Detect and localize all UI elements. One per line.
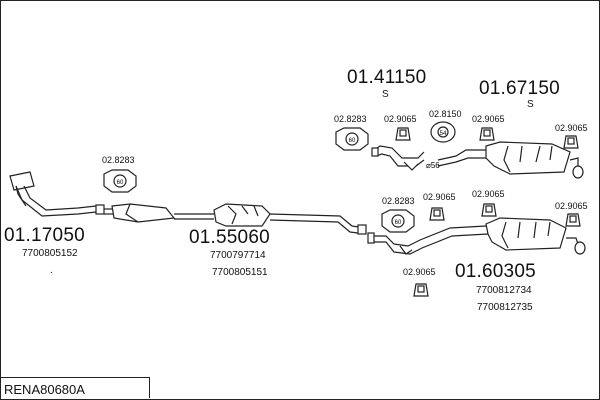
dot-mark: . [50, 265, 53, 276]
small-note: ⌀56 [426, 161, 440, 170]
rear-upper-number: 01.41150 [347, 67, 427, 88]
rear-lower-ref-2: 7700812735 [477, 302, 533, 313]
hanger-upper-1-label: 02.9065 [384, 114, 417, 124]
middle-section-drawing [104, 203, 367, 235]
hanger-upper-2-icon [479, 127, 495, 141]
middle-section-ref-1: 7700797714 [210, 250, 266, 261]
rear-upper-drawing [371, 141, 584, 179]
middle-section-ref-2: 7700805151 [212, 267, 268, 278]
rear-lower-drawing [367, 217, 586, 255]
front-pipe-drawing [9, 171, 105, 217]
clamp-lower-marking: 60 [395, 220, 402, 226]
hanger-lower-4-icon [413, 283, 429, 297]
rear-upper-suffix: S [382, 89, 389, 100]
clamp-lower-icon [381, 209, 415, 233]
front-pipe-number: 01.17050 [4, 225, 85, 246]
rear-lower-number: 01.60305 [455, 261, 536, 282]
clamp-lower-label: 02.8283 [382, 196, 415, 206]
hanger-upper-2-label: 02.9065 [472, 114, 505, 124]
hanger-lower-2-icon [481, 203, 497, 217]
hanger-upper-3-icon [563, 135, 579, 149]
hanger-lower-4-label: 02.9065 [403, 267, 436, 277]
ring-upper-label: 02.8150 [429, 109, 462, 119]
ring-upper-marking: 54 [440, 131, 447, 137]
ring-upper-icon [430, 121, 456, 143]
rear-upper-right-number: 01.67150 [479, 78, 560, 99]
rear-lower-ref-1: 7700812734 [476, 285, 532, 296]
clamp-upper-icon [335, 127, 369, 151]
hanger-upper-3-label: 02.9065 [555, 123, 588, 133]
hanger-lower-1-label: 02.9065 [423, 192, 456, 202]
clamp-front-marking: 60 [117, 180, 124, 186]
clamp-front-label: 02.8283 [102, 155, 135, 165]
rear-upper-right-suffix: S [527, 99, 534, 110]
hanger-lower-1-icon [429, 207, 445, 221]
middle-section-number: 01.55060 [189, 227, 270, 248]
diagram-code: RENA80680A [0, 377, 150, 398]
clamp-upper-marking: 60 [349, 138, 356, 144]
front-pipe-ref-1: 7700805152 [22, 248, 78, 259]
hanger-lower-2-label: 02.9065 [472, 189, 505, 199]
hanger-lower-3-icon [565, 213, 581, 227]
hanger-lower-3-label: 02.9065 [555, 201, 588, 211]
clamp-front-icon [103, 169, 137, 193]
hanger-upper-1-icon [395, 127, 411, 141]
clamp-upper-label: 02.8283 [334, 114, 367, 124]
